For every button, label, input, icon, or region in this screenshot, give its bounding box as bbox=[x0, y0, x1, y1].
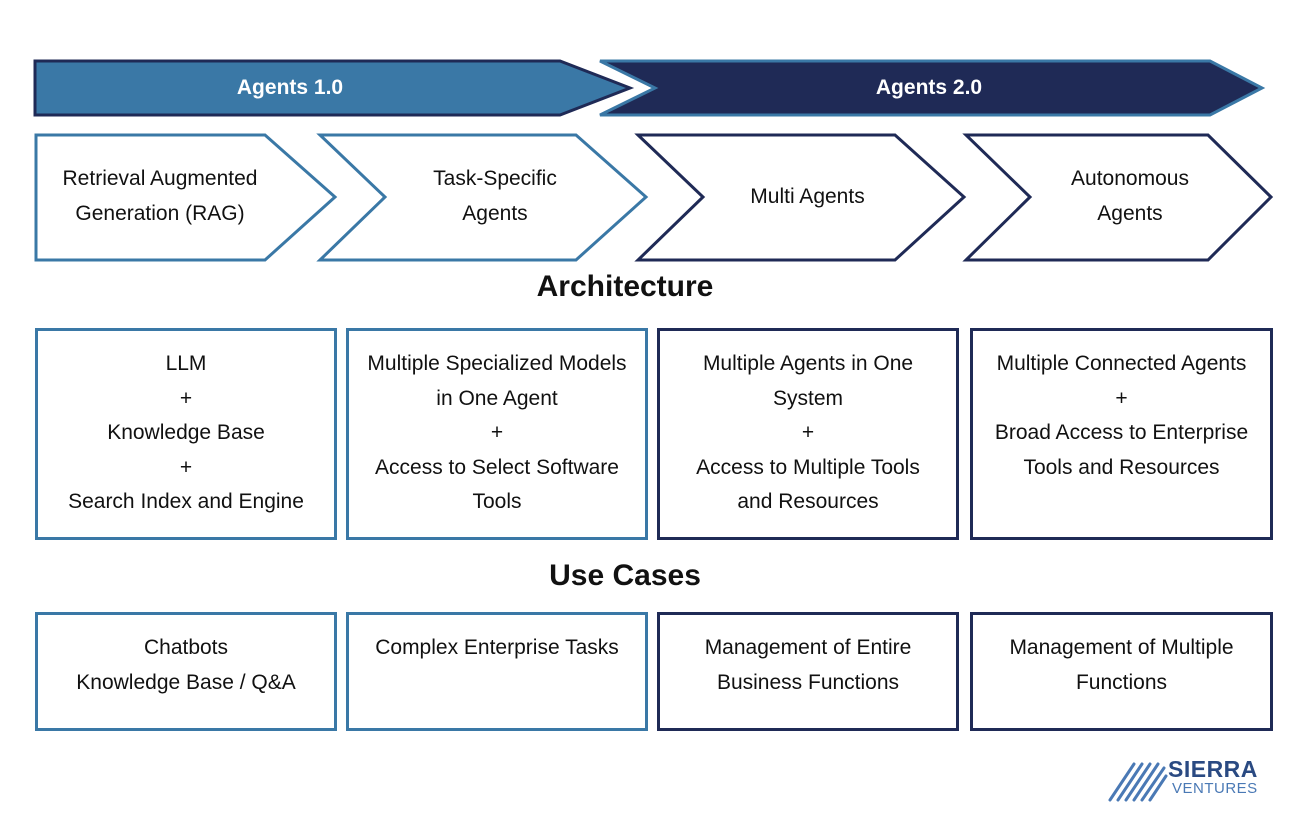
box-line: Tools bbox=[472, 490, 522, 513]
stage-line: Autonomous bbox=[1071, 167, 1189, 190]
architecture-box-autonomous: Multiple Connected Agents + Broad Access… bbox=[970, 328, 1273, 540]
box-line: Multiple Specialized Models bbox=[367, 352, 627, 375]
architecture-box-rag: LLM + Knowledge Base + Search Index and … bbox=[35, 328, 337, 540]
box-line: in One Agent bbox=[436, 386, 558, 410]
architecture-box-multi-agents: Multiple Agents in One System + Access t… bbox=[657, 328, 959, 540]
agents-1-banner bbox=[33, 59, 635, 117]
use-case-box-task-specific: Complex Enterprise Tasks bbox=[346, 612, 648, 731]
box-line: and Resources bbox=[737, 490, 879, 513]
agents-1-label: Agents 1.0 bbox=[236, 76, 344, 99]
phase-diagram bbox=[33, 59, 1274, 262]
stage-chevron-multi-agents bbox=[634, 133, 967, 262]
box-line: + bbox=[179, 386, 193, 410]
use-cases-heading: Use Cases bbox=[549, 559, 701, 592]
stage-chevron-autonomous bbox=[962, 133, 1274, 262]
box-line: + bbox=[490, 421, 504, 444]
box-line: Functions bbox=[1075, 670, 1168, 694]
box-line: + bbox=[1115, 386, 1128, 410]
box-line: + bbox=[801, 421, 815, 444]
box-line: Management of Multiple bbox=[1009, 636, 1234, 659]
box-line: Knowledge Base bbox=[107, 421, 265, 444]
agents-2-label: Agents 2.0 bbox=[875, 76, 983, 99]
box-line: Chatbots bbox=[143, 636, 229, 659]
use-case-box-autonomous: Management of Multiple Functions bbox=[970, 612, 1273, 731]
use-case-box-rag: Chatbots Knowledge Base / Q&A bbox=[35, 612, 337, 731]
box-line: Knowledge Base / Q&A bbox=[76, 670, 296, 694]
box-line: Complex Enterprise Tasks bbox=[375, 636, 619, 659]
stage-chevron-task-specific bbox=[316, 133, 649, 262]
stage-line: Task-Specific bbox=[433, 167, 557, 190]
stage-line: Multi Agents bbox=[750, 184, 865, 208]
use-case-box-multi-agents: Management of Entire Business Functions bbox=[657, 612, 959, 731]
stage-line: Agents bbox=[1097, 202, 1163, 225]
logo-text-sierra: SIERRA bbox=[1168, 756, 1258, 782]
stage-label-multi-agents: Multi Agents bbox=[705, 160, 910, 232]
box-line: Access to Multiple Tools bbox=[696, 455, 920, 479]
box-line: Access to Select Software bbox=[375, 455, 619, 479]
box-line: Multiple Agents in One bbox=[702, 352, 914, 375]
sierra-ventures-logo: SIERRA VENTURES bbox=[1106, 756, 1276, 806]
box-line: Multiple Connected Agents bbox=[996, 352, 1247, 375]
logo-stripes-icon bbox=[1108, 762, 1168, 802]
architecture-box-task-specific: Multiple Specialized Models in One Agent… bbox=[346, 328, 648, 540]
box-line: Management of Entire bbox=[704, 636, 912, 659]
stage-line: Generation (RAG) bbox=[75, 202, 245, 225]
architecture-heading: Architecture bbox=[536, 270, 714, 303]
box-line: Tools and Resources bbox=[1023, 455, 1220, 479]
stage-chevron-rag bbox=[34, 133, 338, 262]
box-line: + bbox=[179, 455, 193, 479]
agents-2-banner bbox=[599, 59, 1266, 117]
box-line: System bbox=[772, 386, 843, 410]
box-line: Search Index and Engine bbox=[68, 490, 304, 513]
box-line: Business Functions bbox=[716, 670, 900, 694]
logo-text-ventures: VENTURES bbox=[1172, 780, 1258, 797]
box-line: LLM bbox=[165, 352, 207, 375]
stage-line: Retrieval Augmented bbox=[62, 167, 258, 190]
stage-line: Agents bbox=[462, 202, 528, 225]
box-line: Broad Access to Enterprise bbox=[994, 421, 1249, 444]
